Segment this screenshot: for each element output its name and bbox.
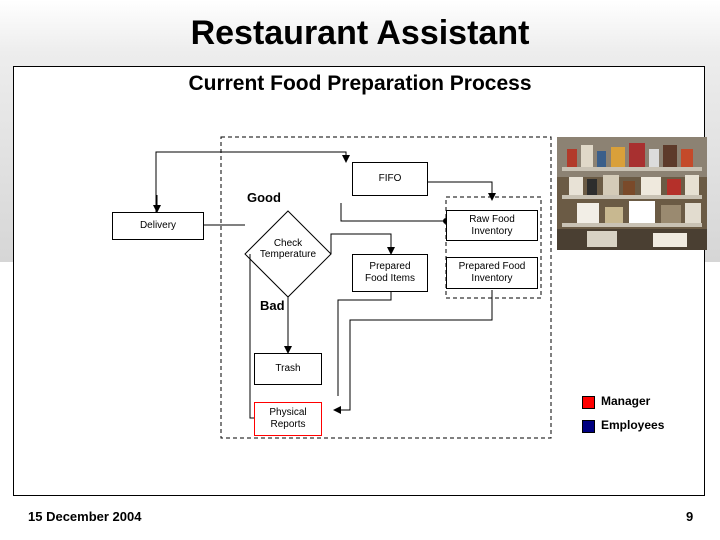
check-temperature-label: Check Temperature	[259, 238, 317, 260]
connector-inventory-to-reports	[333, 290, 493, 414]
good-label: Good	[247, 190, 281, 205]
connector-to-prepared-items	[330, 233, 395, 255]
slide-title: Restaurant Assistant	[190, 14, 530, 52]
manager-legend-swatch	[582, 396, 595, 409]
trash-box: Trash	[254, 353, 322, 385]
employees-legend-label: Employees	[601, 418, 665, 432]
bad-label: Bad	[260, 298, 285, 313]
raw-food-inventory-box: Raw Food Inventory	[446, 210, 538, 241]
page-number: 9	[686, 509, 694, 524]
connector-fifo-to-raw-inventory	[428, 181, 496, 201]
manager-legend-label: Manager	[601, 394, 651, 408]
fifo-box: FIFO	[352, 162, 428, 196]
delivery-box: Delivery	[112, 212, 204, 240]
prepared-food-items-box: Prepared Food Items	[352, 254, 428, 292]
kitchen-storage-photo	[557, 137, 707, 250]
connector-to-physical-reports	[249, 254, 263, 422]
prepared-food-inventory-box: Prepared Food Inventory	[446, 257, 538, 289]
connector-items-to-reports	[337, 291, 392, 396]
slide-date: 15 December 2004	[28, 509, 142, 524]
employees-legend-swatch	[582, 420, 595, 433]
connector-good-path	[340, 203, 447, 222]
slide-subtitle: Current Food Preparation Process	[188, 72, 532, 95]
physical-reports-box: Physical Reports	[254, 402, 322, 436]
process-boundary	[220, 136, 552, 439]
